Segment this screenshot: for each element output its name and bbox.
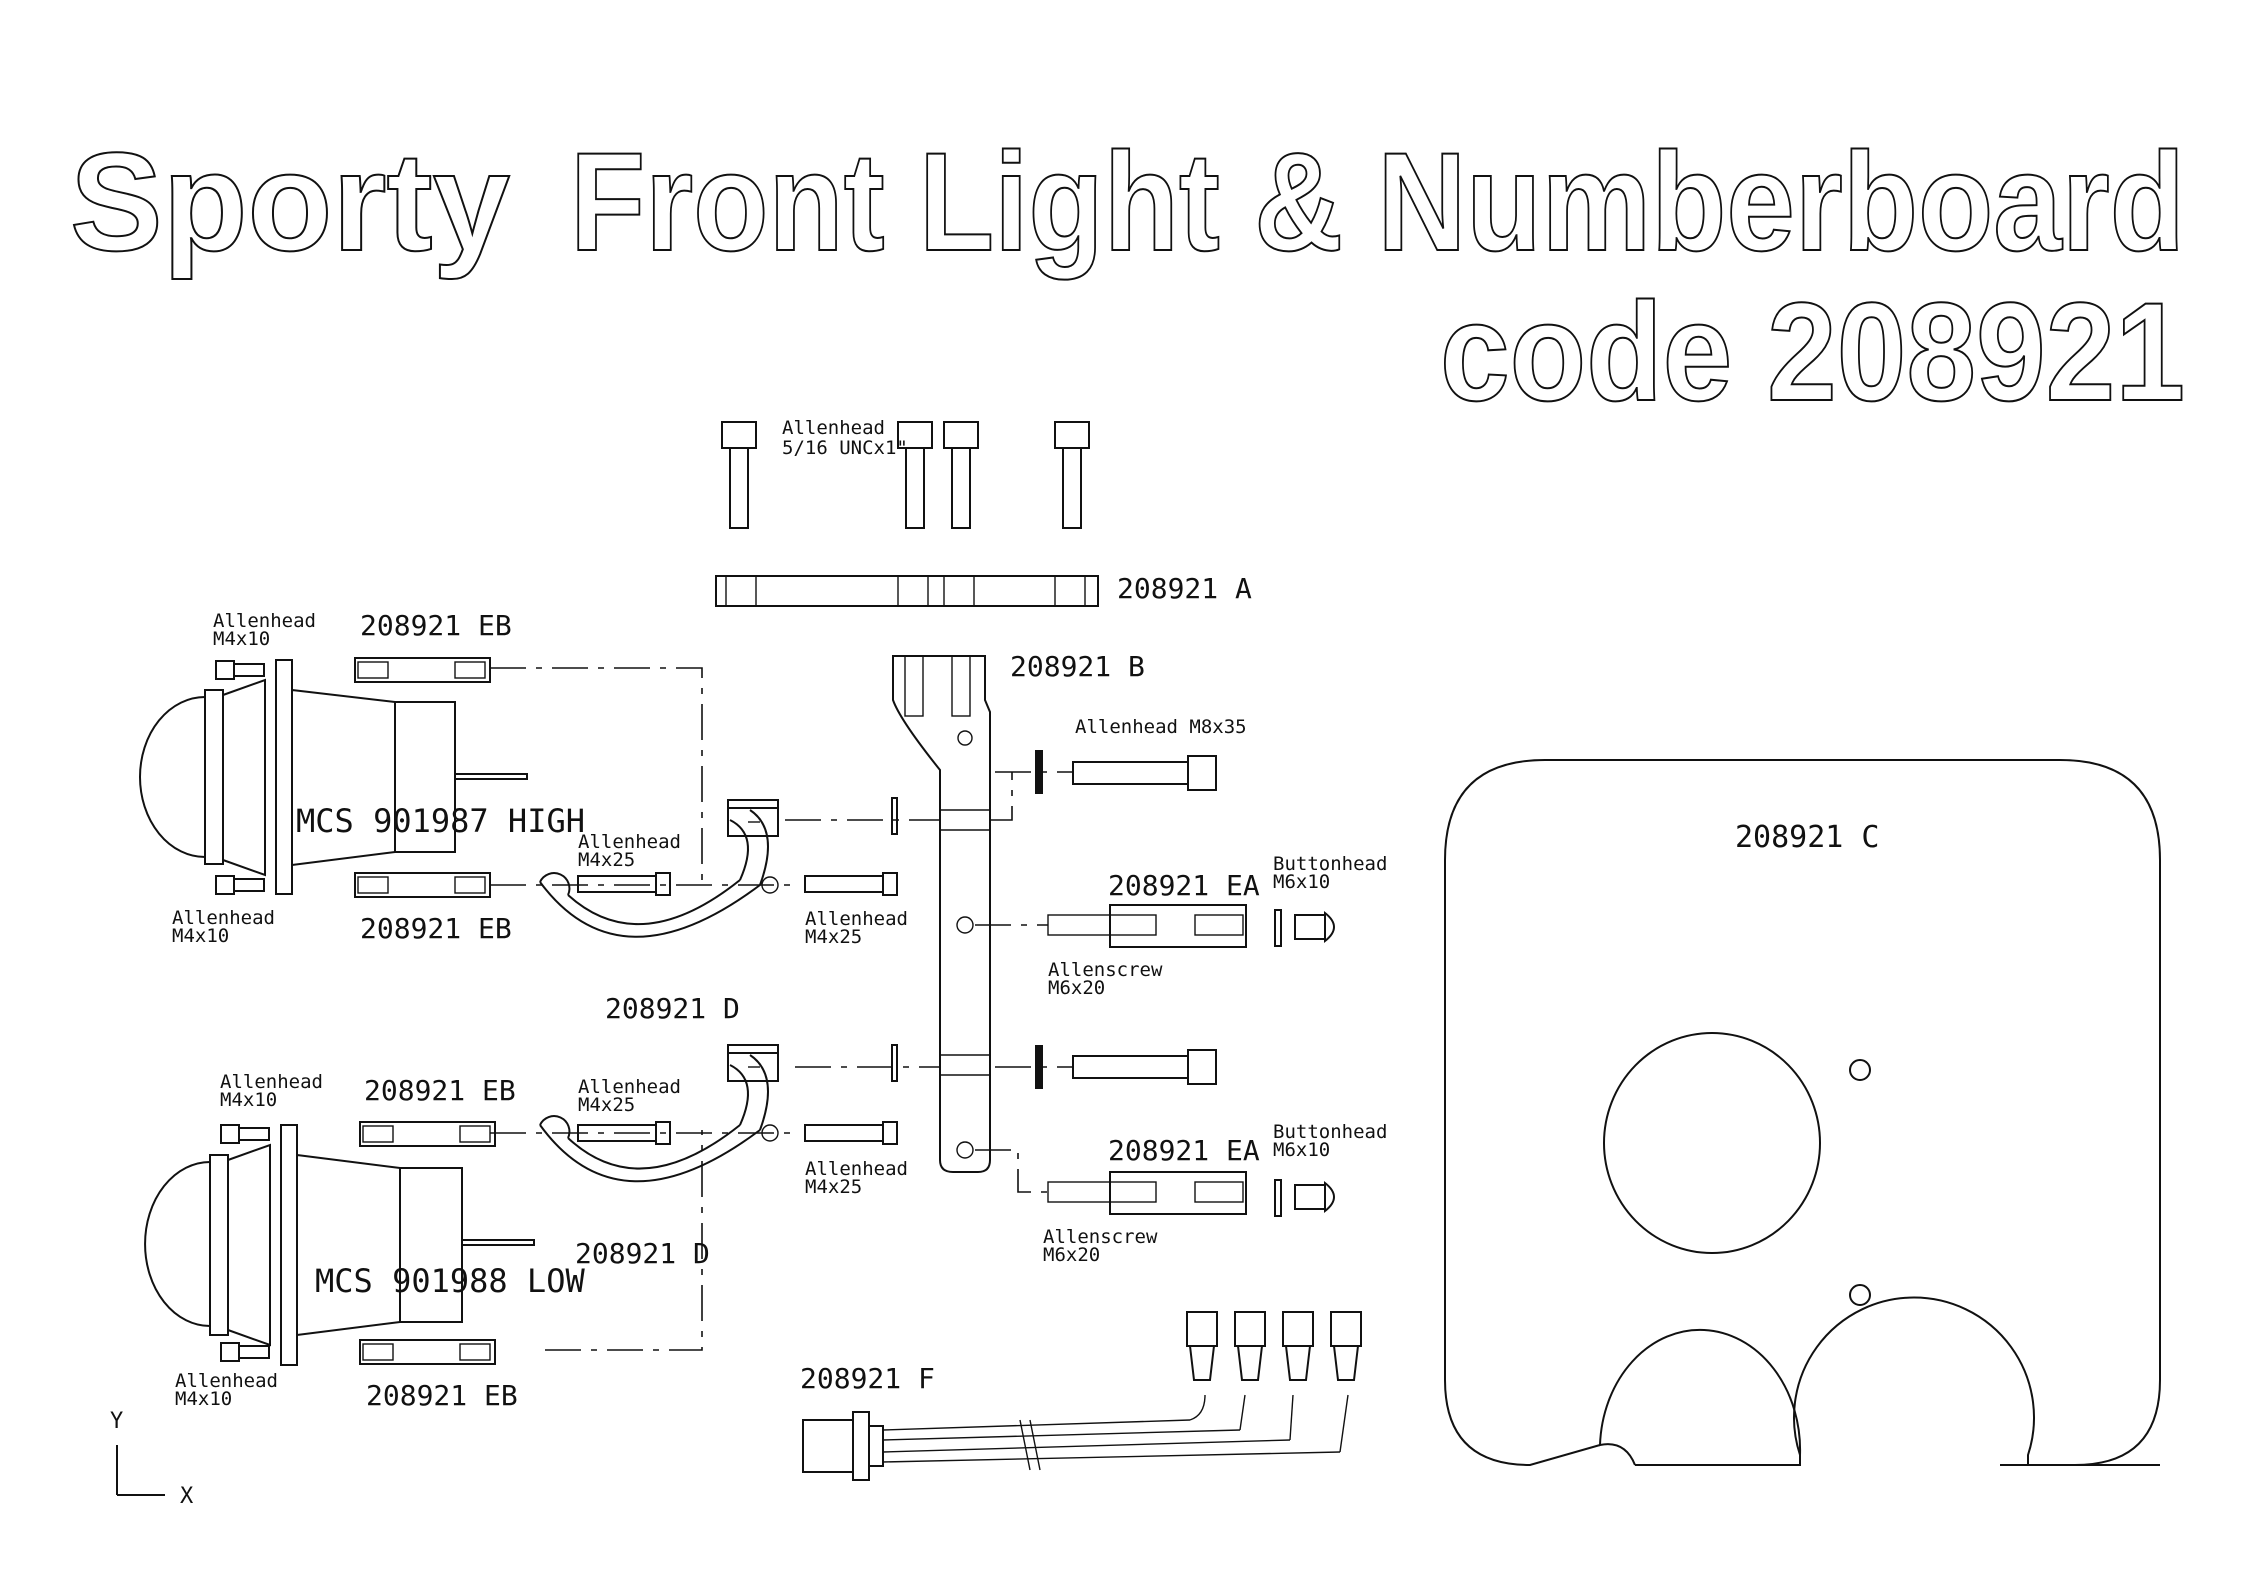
m8-bolt-upper <box>995 750 1217 794</box>
label-allen-top-2: 5/16 UNCx1" <box>782 437 908 459</box>
label-allen-m8: Allenhead M8x35 <box>1075 716 1247 738</box>
lamp-high <box>139 659 528 895</box>
label-part-c: 208921 C <box>1735 820 1880 855</box>
m4x25-bolt-b <box>804 872 898 896</box>
axis-indicator: Y X <box>110 1409 194 1509</box>
title-code: code 208921 <box>1440 273 2185 430</box>
label-button-b-2: M6x10 <box>1273 1139 1330 1161</box>
label-screw-a-1: Allenscrew <box>1048 959 1163 981</box>
label-m4x25-a-2: M4x25 <box>578 849 635 871</box>
part-eb-4 <box>359 1130 703 1365</box>
label-part-a: 208921 A <box>1117 572 1252 605</box>
label-m4x10-c-2: M4x10 <box>220 1089 277 1111</box>
label-part-b: 208921 B <box>1010 650 1145 683</box>
bolt-top-3 <box>943 421 979 529</box>
label-m4x25-c-2: M4x25 <box>578 1094 635 1116</box>
part-ea-upper <box>975 904 1247 948</box>
label-screw-b-2: M6x20 <box>1043 1244 1100 1266</box>
lamp-low <box>144 1124 535 1366</box>
title-block: Sporty Front Light & Numberboard code 20… <box>69 122 2186 431</box>
terminal-1 <box>1186 1311 1218 1381</box>
label-m4x25-c-1: Allenhead <box>578 1076 681 1098</box>
part-c-numberboard <box>1444 759 2161 1467</box>
bolt-top-4 <box>1054 421 1090 529</box>
label-m4x10-d-1: Allenhead <box>175 1370 278 1392</box>
part-eb-2 <box>354 872 491 898</box>
washer-upper-d <box>785 772 1013 835</box>
label-part-d-lower: 208921 D <box>575 1237 710 1270</box>
m4x25-bolt-c <box>577 1121 671 1145</box>
terminal-3 <box>1282 1311 1314 1381</box>
label-m4x25-b-2: M4x25 <box>805 926 862 948</box>
part-f-harness <box>802 1311 1362 1481</box>
label-m4x25-d-1: Allenhead <box>805 1158 908 1180</box>
part-d-upper <box>490 799 800 938</box>
label-part-eb-2: 208921 EB <box>360 912 512 945</box>
m8-bolt-lower <box>995 1045 1217 1089</box>
label-m4x10-c-1: Allenhead <box>220 1071 323 1093</box>
part-ea-lower <box>975 1149 1247 1215</box>
label-part-f: 208921 F <box>800 1362 935 1395</box>
part-d-lower <box>490 1044 800 1183</box>
label-screw-b-1: Allenscrew <box>1043 1226 1158 1248</box>
terminal-2 <box>1234 1311 1266 1381</box>
washer-lower-d <box>795 1044 940 1082</box>
label-button-a-1: Buttonhead <box>1273 853 1387 875</box>
label-allen-top-1: Allenhead <box>782 417 885 439</box>
label-button-a-2: M6x10 <box>1273 871 1330 893</box>
axis-x-label: X <box>180 1484 194 1509</box>
label-part-ea-lower: 208921 EA <box>1108 1134 1260 1167</box>
label-m4x10-d-2: M4x10 <box>175 1388 232 1410</box>
label-m4x10-a-1: Allenhead <box>213 610 316 632</box>
label-m4x25-d-2: M4x25 <box>805 1176 862 1198</box>
title-sporty: Sporty <box>70 123 510 280</box>
title-front-light: Front Light & Numberboard <box>570 123 2185 280</box>
label-part-eb-1: 208921 EB <box>360 609 512 642</box>
bolt-top-2 <box>897 421 933 529</box>
part-eb-3 <box>359 1121 496 1147</box>
label-part-eb-3: 208921 EB <box>364 1074 516 1107</box>
label-lamp-high: MCS 901987 HIGH <box>296 802 585 840</box>
part-a-bar <box>715 575 1099 607</box>
label-m4x25-b-1: Allenhead <box>805 908 908 930</box>
label-button-b-1: Buttonhead <box>1273 1121 1387 1143</box>
label-part-d-upper: 208921 D <box>605 992 740 1025</box>
label-m4x10-b-1: Allenhead <box>172 907 275 929</box>
label-m4x10-a-2: M4x10 <box>213 628 270 650</box>
label-screw-a-2: M6x20 <box>1048 977 1105 999</box>
label-lamp-low: MCS 901988 LOW <box>315 1262 585 1300</box>
buttonhead-upper <box>1274 909 1335 947</box>
label-part-eb-4: 208921 EB <box>366 1379 518 1412</box>
axis-y-label: Y <box>110 1409 123 1434</box>
label-m4x25-a-1: Allenhead <box>578 831 681 853</box>
part-b-bracket <box>892 655 991 1173</box>
part-eb-1 <box>354 657 703 885</box>
top-bolts <box>721 421 1090 529</box>
m4x25-bolt-d <box>804 1121 898 1145</box>
label-m4x10-b-2: M4x10 <box>172 925 229 947</box>
terminal-4 <box>1330 1311 1362 1381</box>
label-part-ea-upper: 208921 EA <box>1108 869 1260 902</box>
buttonhead-lower <box>1274 1179 1335 1217</box>
m4x25-bolt-a <box>577 872 671 896</box>
bolt-top-1 <box>721 421 757 529</box>
